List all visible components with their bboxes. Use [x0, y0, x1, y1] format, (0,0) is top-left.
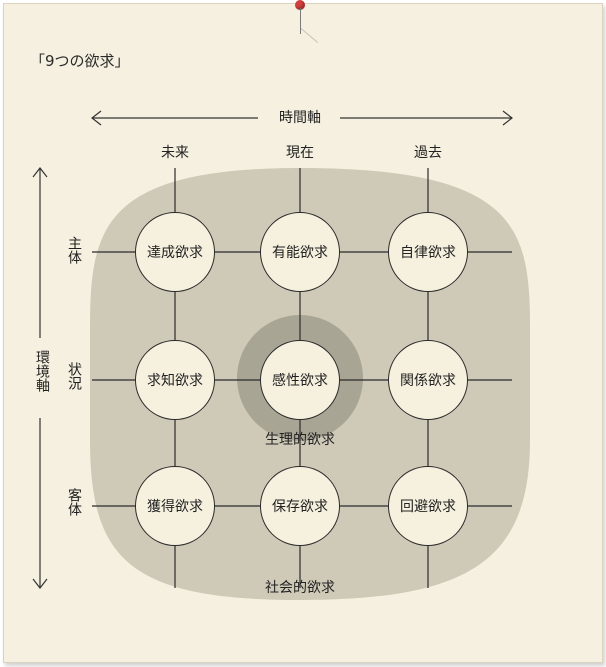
- need-node-competence: 有能欲求: [260, 212, 340, 292]
- need-node-autonomy: 自律欲求: [388, 212, 468, 292]
- need-node-curiosity: 求知欲求: [135, 340, 215, 420]
- pushpin-needle: [300, 8, 301, 34]
- need-node-preservation: 保存欲求: [260, 466, 340, 546]
- need-node-avoidance: 回避欲求: [388, 466, 468, 546]
- column-label-future: 未来: [161, 145, 189, 161]
- need-node-achievement: 達成欲求: [135, 212, 215, 292]
- pushpin-icon: [295, 0, 305, 10]
- need-node-sensation: 感性欲求: [260, 340, 340, 420]
- column-label-present: 現在: [286, 145, 314, 161]
- environment-axis-arrow: [32, 167, 48, 589]
- environment-axis-label: 環境軸: [34, 350, 50, 392]
- physiological-needs-label: 生理的欲求: [265, 432, 335, 448]
- row-label-subject: 主体: [66, 236, 82, 264]
- diagram-title: 「9つの欲求」: [30, 52, 130, 70]
- need-node-relatedness: 関係欲求: [388, 340, 468, 420]
- column-label-past: 過去: [414, 145, 442, 161]
- row-label-situation: 状況: [66, 362, 82, 390]
- row-label-object: 客体: [66, 488, 82, 516]
- time-axis-arrow: [91, 110, 513, 126]
- social-needs-label: 社会的欲求: [265, 580, 335, 596]
- need-node-acquisition: 獲得欲求: [135, 466, 215, 546]
- time-axis-label: 時間軸: [279, 110, 321, 126]
